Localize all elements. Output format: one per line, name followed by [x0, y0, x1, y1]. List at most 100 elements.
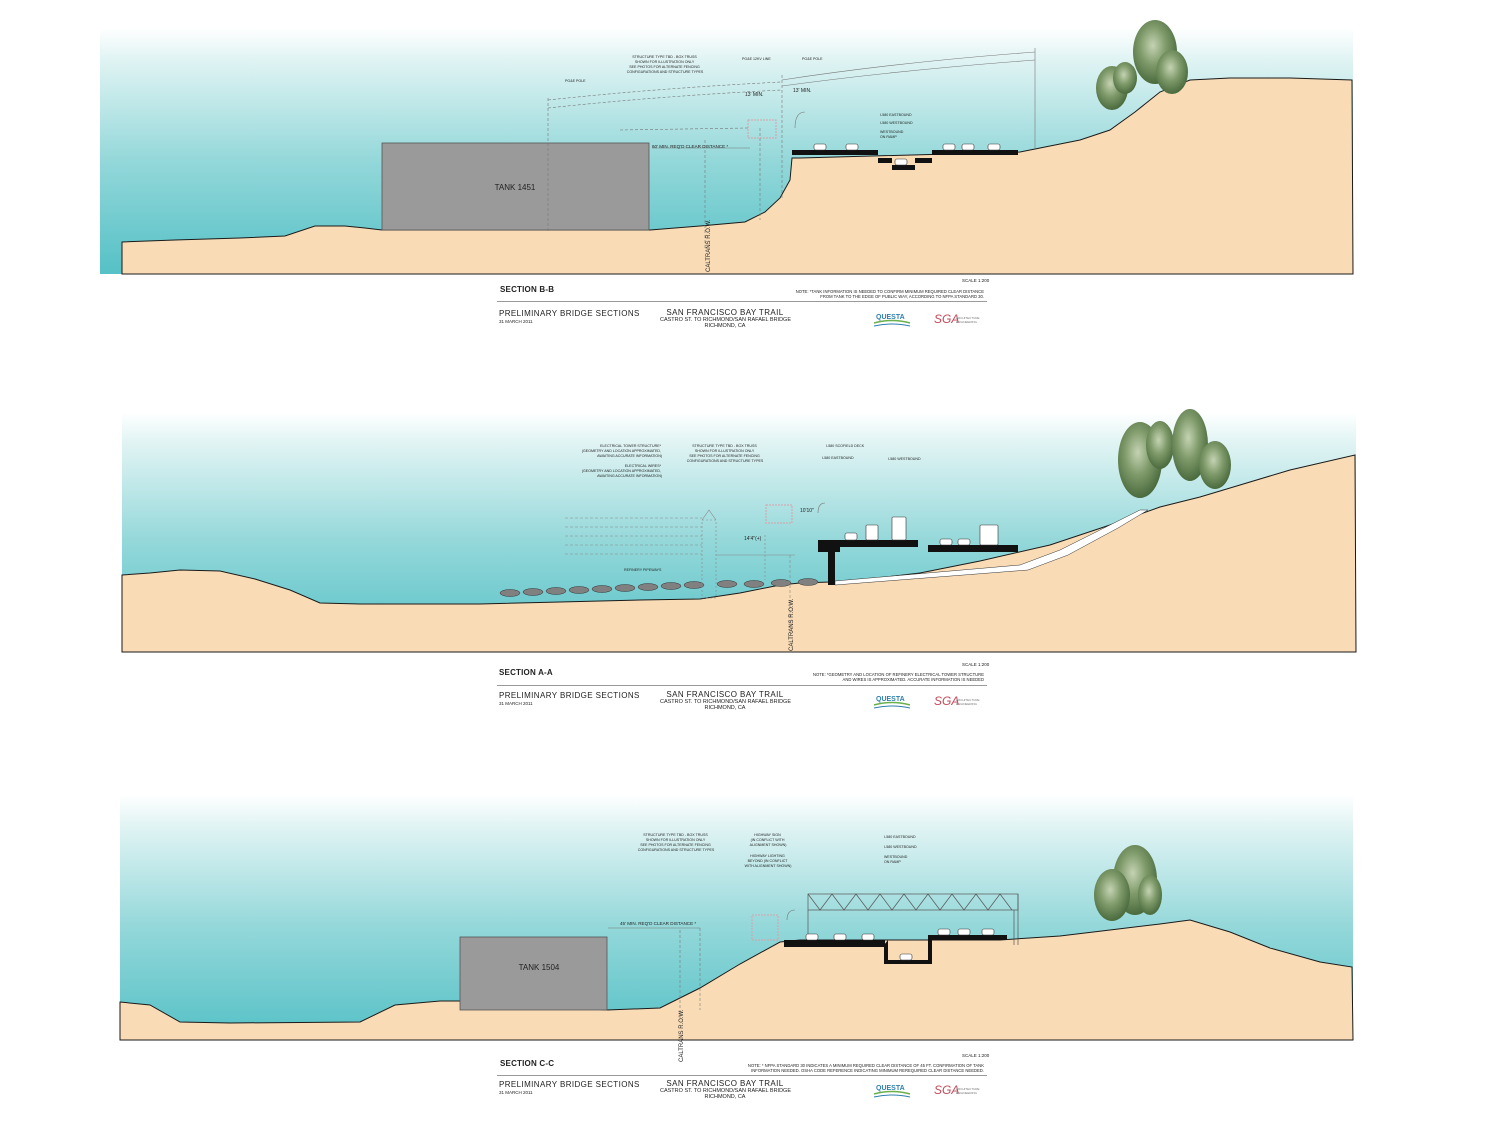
- project-route: CASTRO ST. TO RICHMOND/SAN RAFAEL BRIDGE: [660, 699, 792, 705]
- section-c-c: TANK 1504 STRUCTURE TYPE TBD - BOX TR: [0, 770, 1500, 1125]
- ramp-label: WESTBOUND ON RAMP: [884, 855, 908, 864]
- scale-label: SCALE 1:200: [962, 662, 990, 667]
- sign-note: HIGHWAY SIGN (IN CONFLICT WITH ALIGNMENT…: [750, 833, 787, 847]
- roadway-deck: [784, 940, 885, 947]
- highway-deck-b: [928, 545, 1018, 552]
- box-truss: [747, 119, 777, 139]
- refinery-pipeways: [499, 578, 819, 597]
- dim-10-10: 10'10": [800, 508, 814, 514]
- drawing-title: PRELIMINARY BRIDGE SECTIONS: [499, 691, 640, 700]
- tower-note: ELECTRICAL TOWER STRUCTURE* (GEOMETRY AN…: [582, 444, 662, 458]
- title-rule: [497, 1075, 987, 1076]
- section-a-a-drawing: ELECTRICAL TOWER STRUCTURE* (GEOMETRY AN…: [121, 409, 1357, 653]
- section-note: NOTE: *TANK INFORMATION IS NEEDED TO CON…: [795, 289, 984, 300]
- wires-note: ELECTRICAL WIRES* (GEOMETRY AND LOCATION…: [582, 464, 662, 478]
- scale-label: SCALE 1:200: [962, 1053, 990, 1058]
- caltrans-row-label: CALTRANS R.O.W.: [679, 1009, 685, 1062]
- drawing-date: 31 MARCH 2011: [499, 701, 533, 706]
- min-13-a: 13' MIN.: [745, 92, 763, 98]
- pge-pole-left-label: PG&E POLE: [565, 79, 586, 83]
- section-c-c-drawing: TANK 1504 STRUCTURE TYPE TBD - BOX TR: [119, 795, 1354, 1062]
- vehicles: [813, 143, 1001, 166]
- project-city: RICHMOND, CA: [704, 1094, 746, 1100]
- westbound-label: I-580 WESTBOUND: [888, 457, 921, 461]
- pipeways-label: REFINERY PIPEWAYS: [624, 568, 662, 572]
- ground-profile: [121, 77, 1354, 275]
- pge-pole-right-label: PG&E POLE: [802, 57, 823, 61]
- project-city: RICHMOND, CA: [704, 705, 746, 711]
- svg-text:QUESTA: QUESTA: [876, 314, 905, 321]
- ramp-label: WESTBOUND ON RAMP: [880, 130, 904, 139]
- title-rule: [497, 301, 987, 302]
- section-b-b-drawing: TANK 1451 STRUCTURE TYP: [100, 20, 1354, 275]
- eastbound-label: I-580 EASTBOUND: [884, 835, 916, 839]
- box-truss: [751, 914, 779, 941]
- section-b-b: TANK 1451 STRUCTURE TYP: [0, 0, 1500, 375]
- project-route: CASTRO ST. TO RICHMOND/SAN RAFAEL BRIDGE: [660, 1088, 792, 1094]
- section-label: SECTION A-A: [499, 668, 553, 677]
- tank-1504-label: TANK 1504: [519, 963, 560, 972]
- drawing-date: 31 MARCH 2011: [499, 1090, 533, 1095]
- project-block: SAN FRANCISCO BAY TRAIL CASTRO ST. TO RI…: [660, 308, 792, 329]
- svg-text:ARCHITECTURE: ARCHITECTURE: [956, 316, 980, 320]
- svg-text:ENGINEERING: ENGINEERING: [956, 320, 978, 324]
- title-rule: [497, 685, 987, 686]
- westbound-label: I-580 WESTBOUND: [884, 845, 917, 849]
- svg-text:SGA: SGA: [934, 1083, 959, 1097]
- trees: [1094, 845, 1162, 921]
- svg-text:SGA: SGA: [934, 694, 959, 708]
- trees: [1118, 409, 1231, 498]
- vehicles: [844, 516, 999, 546]
- electrical-tower: [565, 509, 795, 635]
- box-truss: [765, 504, 793, 524]
- svg-text:ENGINEERING: ENGINEERING: [956, 1091, 978, 1095]
- utility-lines: [547, 48, 1036, 250]
- section-note: NOTE: *GEOMETRY AND LOCATION OF REFINERY…: [812, 672, 984, 683]
- eastbound-label: I-580 EASTBOUND: [880, 113, 912, 117]
- trees: [1096, 20, 1188, 110]
- drawing-title: PRELIMINARY BRIDGE SECTIONS: [499, 309, 640, 318]
- project-block: SAN FRANCISCO BAY TRAIL CASTRO ST. TO RI…: [660, 690, 792, 711]
- structure-note: STRUCTURE TYPE TBD - BOX TRUSS SHOWN FOR…: [638, 833, 715, 852]
- questa-logo: QUESTA: [872, 692, 912, 712]
- westbound-label: I-580 WESTBOUND: [880, 121, 913, 125]
- min-13-b: 13' MIN.: [793, 88, 811, 94]
- scofield-label: I-580 SCOFIELD DECK: [826, 444, 865, 448]
- highway-sign-gantry: [807, 893, 1019, 945]
- svg-text:ENGINEERING: ENGINEERING: [956, 702, 978, 706]
- dimension-lines: [608, 909, 796, 1020]
- section-label: SECTION C-C: [500, 1059, 555, 1068]
- project-name: SAN FRANCISCO BAY TRAIL: [666, 1079, 784, 1088]
- scale-label: SCALE 1:200: [962, 278, 990, 283]
- pge-line-label: PG&E 12KV LINE: [742, 57, 771, 61]
- section-a-a: ELECTRICAL TOWER STRUCTURE* (GEOMETRY AN…: [0, 385, 1500, 760]
- svg-text:QUESTA: QUESTA: [876, 1085, 905, 1092]
- structure-note: STRUCTURE TYPE TBD - BOX TRUSS SHOWN FOR…: [687, 444, 764, 463]
- clear-distance-label: 45' MIN. REQ'D CLEAR DISTANCE *: [620, 921, 696, 926]
- tank-1451: [381, 142, 650, 231]
- svg-text:SGA: SGA: [934, 312, 959, 326]
- ramp-deck: [884, 935, 1007, 964]
- highway-deck: [818, 540, 918, 585]
- tank-1504: [459, 936, 608, 1011]
- vehicles: [805, 928, 995, 961]
- svg-text:QUESTA: QUESTA: [876, 696, 905, 703]
- trail-ramp: [834, 509, 1149, 586]
- structure-note: STRUCTURE TYPE TBD - BOX TRUSS SHOWN FOR…: [627, 55, 704, 74]
- eastbound-label: I-580 EASTBOUND: [822, 456, 854, 460]
- svg-text:ARCHITECTURE: ARCHITECTURE: [956, 1087, 980, 1091]
- questa-logo: QUESTA: [872, 1081, 912, 1101]
- project-route: CASTRO ST. TO RICHMOND/SAN RAFAEL BRIDGE: [660, 317, 792, 323]
- lighting-note: HIGHWAY LIGHTING BEYOND (IN CONFLICT WIT…: [745, 854, 792, 868]
- roadway-deck: [792, 150, 1018, 170]
- section-note: NOTE: * NFPA STANDARD 30 INDICATES A MIN…: [747, 1063, 984, 1074]
- project-name: SAN FRANCISCO BAY TRAIL: [666, 308, 784, 317]
- caltrans-row-label: CALTRANS R.O.W.: [789, 598, 795, 651]
- drawing-title: PRELIMINARY BRIDGE SECTIONS: [499, 1080, 640, 1089]
- questa-logo: QUESTA: [872, 310, 912, 330]
- clear-distance-label: 60' MIN. REQ'D CLEAR DISTANCE *: [652, 144, 728, 149]
- tank-1451-label: TANK 1451: [495, 183, 536, 192]
